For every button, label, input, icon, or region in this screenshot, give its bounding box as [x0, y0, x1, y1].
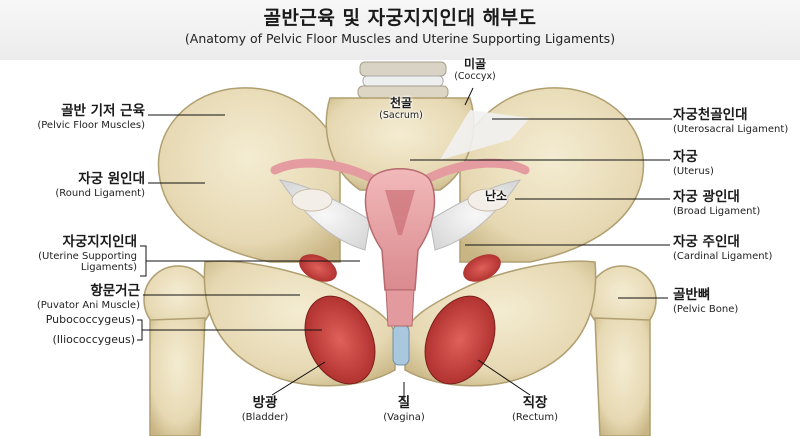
label-en: (Vagina)	[383, 411, 425, 423]
right-fallopian-tube	[420, 158, 530, 185]
label-en: (Cardinal Ligament)	[673, 250, 773, 262]
left-ilium	[157, 87, 341, 263]
label-en: (Iliococcygeus)	[52, 333, 135, 346]
label-coccyx: 미골 (Coccyx)	[440, 57, 510, 83]
label-cardinal-ligament: 자궁 주인대 (Cardinal Ligament)	[673, 234, 773, 262]
label-pelvic-bone: 골반뼈 (Pelvic Bone)	[673, 287, 739, 315]
label-sacrum: 천골 (Sacrum)	[366, 96, 436, 122]
label-ko: 골반 기저 근육	[61, 103, 145, 119]
label-broad-ligament: 자궁 광인대 (Broad Ligament)	[673, 189, 761, 217]
vagina-canal	[385, 289, 415, 327]
label-ko: 질	[397, 395, 411, 411]
label-en: (Sacrum)	[379, 109, 423, 121]
label-en-line2: Ligaments)	[80, 262, 137, 274]
label-ovary: 난소	[485, 189, 508, 204]
lumbar-vertebrae	[357, 61, 449, 99]
label-en: (Coccyx)	[454, 70, 496, 82]
label-ko: 골반뼈	[673, 287, 711, 303]
label-en: (Pelvic Bone)	[673, 303, 739, 315]
label-ko: 난소	[485, 189, 508, 203]
left-ovary	[291, 188, 333, 212]
right-ovary	[467, 188, 509, 212]
pubic-symphysis	[392, 324, 410, 366]
label-en: (Round Ligament)	[55, 187, 145, 199]
label-ko: 항문거근	[90, 283, 140, 299]
label-levator-ani: 항문거근 (Puvator Ani Muscle)	[5, 283, 140, 311]
leader-lines	[137, 87, 672, 400]
uterosacral-ligament	[440, 110, 530, 160]
right-pubococcygeus	[424, 295, 496, 385]
left-pubococcygeus	[304, 295, 376, 385]
label-rectum: 직장 (Rectum)	[495, 395, 575, 423]
right-femur	[587, 265, 657, 436]
left-fallopian-tube	[270, 158, 380, 185]
label-pelvic-floor-muscles: 골반 기저 근육 (Pelvic Floor Muscles)	[10, 103, 145, 131]
page-title: 골반근육 및 자궁지지인대 해부도	[263, 7, 537, 29]
uterine-cavity	[385, 190, 415, 235]
label-en: (Rectum)	[512, 411, 558, 423]
label-en-line1: (Uterine Supporting	[38, 250, 137, 262]
label-ko: 자궁 원인대	[78, 171, 145, 187]
label-en: (Broad Ligament)	[673, 205, 761, 217]
page-subtitle: (Anatomy of Pelvic Floor Muscles and Ute…	[184, 31, 616, 46]
label-en: (Puvator Ani Muscle)	[36, 299, 140, 311]
label-ko: 자궁지지인대	[62, 234, 137, 250]
label-ko: 자궁	[673, 149, 698, 165]
label-ko: 천골	[389, 96, 413, 110]
right-levator-ani	[463, 254, 501, 282]
label-iliococcygeus: (Iliococcygeus)	[5, 333, 135, 347]
label-bladder: 방광 (Bladder)	[230, 395, 300, 423]
label-ko: 자궁 주인대	[673, 234, 740, 250]
label-ko: 직장	[522, 395, 548, 411]
label-ko: 방광	[252, 395, 278, 411]
label-ko: 자궁 광인대	[673, 189, 740, 205]
label-ko: 미골	[463, 57, 487, 71]
title-banner: 골반근육 및 자궁지지인대 해부도 (Anatomy of Pelvic Flo…	[0, 0, 800, 60]
label-ko: 자궁천골인대	[673, 107, 748, 123]
label-uterus: 자궁 (Uterus)	[673, 149, 714, 177]
label-en: (Bladder)	[241, 411, 289, 423]
label-en: Pubococcygeus)	[45, 313, 135, 326]
label-vagina: 질 (Vagina)	[369, 395, 439, 423]
left-femur	[143, 265, 213, 436]
label-en: (Pelvic Floor Muscles)	[37, 119, 145, 131]
label-uterine-supporting-ligaments: 자궁지지인대 (Uterine Supporting Ligaments)	[5, 234, 137, 274]
label-en: (Uterus)	[673, 165, 714, 177]
label-round-ligament: 자궁 원인대 (Round Ligament)	[10, 171, 145, 199]
label-pubococcygeus: Pubococcygeus)	[5, 313, 135, 327]
label-en: (Uterosacral Ligament)	[673, 123, 789, 135]
label-uterosacral-ligament: 자궁천골인대 (Uterosacral Ligament)	[673, 107, 789, 135]
